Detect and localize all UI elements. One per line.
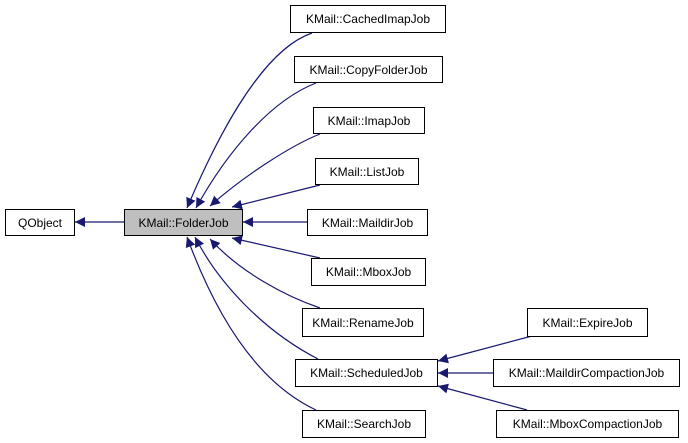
node-qobject[interactable]: QObject (5, 209, 75, 236)
node-folderjob: KMail::FolderJob (124, 209, 243, 236)
edge-expirejob-to-scheduledjob (437, 335, 533, 364)
node-imapjob[interactable]: KMail::ImapJob (313, 107, 425, 134)
edge-imapjob-to-folderjob (209, 133, 321, 207)
node-listjob[interactable]: KMail::ListJob (315, 158, 419, 185)
edge-renamejob-to-folderjob (209, 238, 321, 309)
node-cachedimapjob[interactable]: KMail::CachedImapJob (290, 5, 446, 33)
edge-listjob-to-folderjob (231, 184, 321, 210)
node-expirejob[interactable]: KMail::ExpireJob (527, 308, 648, 337)
node-maildircompactionjob[interactable]: KMail::MaildirCompactionJob (493, 359, 680, 387)
edge-mboxjob-to-folderjob (231, 235, 321, 259)
node-maildirjob[interactable]: KMail::MaildirJob (307, 209, 428, 236)
edge-scheduledjob-to-folderjob (194, 236, 319, 360)
node-renamejob[interactable]: KMail::RenameJob (302, 308, 424, 337)
node-searchjob[interactable]: KMail::SearchJob (302, 410, 426, 438)
edge-cachedimapjob-to-folderjob (186, 32, 313, 209)
node-mboxjob[interactable]: KMail::MboxJob (311, 258, 426, 286)
node-scheduledjob[interactable]: KMail::ScheduledJob (295, 359, 438, 387)
edge-searchjob-to-folderjob (185, 236, 317, 411)
edge-copyfolderjob-to-folderjob (195, 82, 317, 209)
node-copyfolderjob[interactable]: KMail::CopyFolderJob (294, 56, 443, 83)
node-mboxcompactionjob[interactable]: KMail::MboxCompactionJob (496, 410, 679, 438)
edge-mboxcompactionjob-to-scheduledjob (437, 383, 528, 411)
